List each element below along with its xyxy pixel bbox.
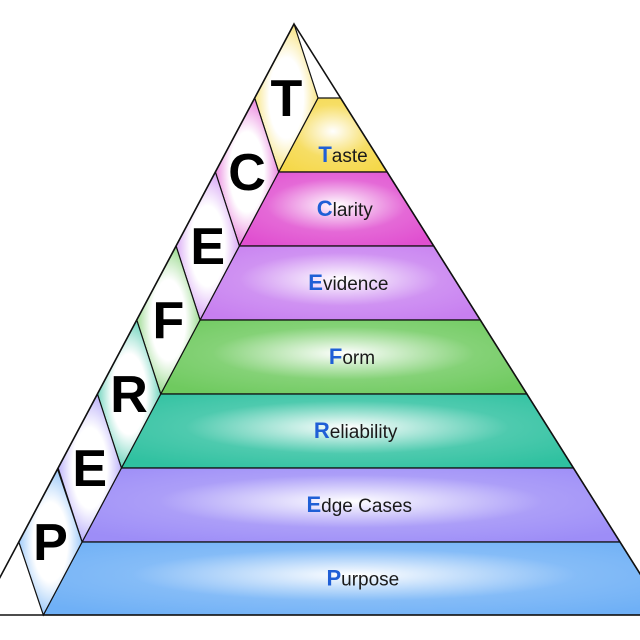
level-label: Edge Cases [306,492,412,517]
diamond-letter: E [72,440,107,498]
level-label: Taste [318,142,367,167]
diamond-letter: R [110,366,148,424]
level-rest: aste [332,146,368,167]
level-initial: T [318,142,332,167]
diamond-letter: P [33,514,68,572]
level-label: Purpose [326,566,399,591]
level-rest: urpose [341,570,399,591]
level-initial: C [317,196,333,221]
pyramid-outline [0,22,640,616]
diamond-letter: C [228,144,266,202]
diamond-letter: T [270,70,302,128]
level-rest: orm [342,348,375,369]
diamond-letter: F [153,292,185,350]
level-initial: E [308,270,323,295]
level-initial: F [329,344,342,369]
level-rest: dge Cases [321,496,412,517]
level-rest: vidence [323,274,389,295]
level-initial: P [326,566,341,591]
level-initial: E [306,492,321,517]
level-rest: larity [333,200,374,221]
level-label: Form [329,344,375,369]
level-initial: R [314,418,330,443]
level-label: Evidence [308,270,388,295]
diamond-letter: E [190,218,225,276]
level-label: Clarity [317,196,374,221]
level-label: Reliability [314,418,398,443]
level-rest: eliability [330,422,398,443]
